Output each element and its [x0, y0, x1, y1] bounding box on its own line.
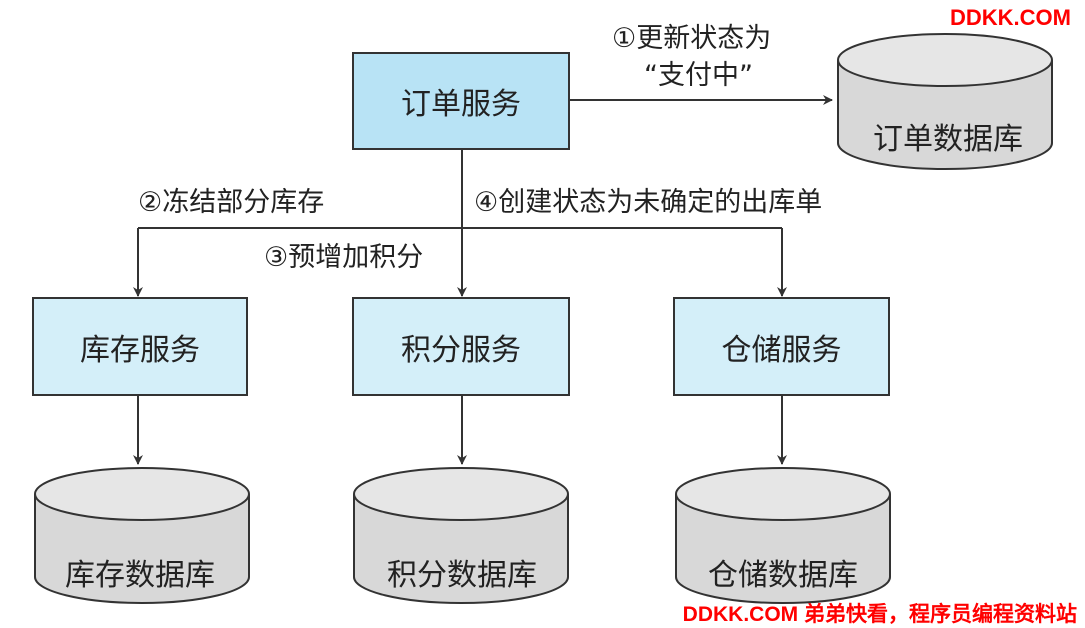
points-service-label: 积分服务 [401, 332, 521, 368]
order-database-cylinder [837, 33, 1053, 170]
watermark-top: DDKK.COM [950, 5, 1071, 30]
order-database-label: 订单数据库 [873, 122, 1023, 157]
order-service-label: 订单服务 [401, 87, 521, 122]
step3-label: ③预增加积分 [264, 242, 424, 273]
points-database-cylinder [353, 467, 569, 604]
step1-label-line2: “支付中” [644, 60, 753, 91]
warehouse-service-box: 仓储服务 [673, 297, 890, 396]
inventory-database-cylinder [34, 467, 250, 604]
watermark-bottom: DDKK.COM 弟弟快看，程序员编程资料站 [682, 603, 1077, 626]
step1-label-line1: ①更新状态为 [612, 23, 772, 54]
inventory-service-label: 库存服务 [80, 332, 200, 368]
step4-label: ④创建状态为未确定的出库单 [474, 187, 823, 218]
warehouse-database-cylinder [675, 467, 891, 604]
warehouse-service-label: 仓储服务 [721, 332, 842, 368]
inventory-service-box: 库存服务 [32, 297, 248, 396]
points-service-box: 积分服务 [352, 297, 570, 396]
points-database-label: 积分数据库 [387, 558, 537, 593]
inventory-database-label: 库存数据库 [65, 558, 215, 593]
order-service-box: 订单服务 [352, 52, 570, 150]
step2-label: ②冻结部分库存 [138, 187, 325, 218]
warehouse-database-label: 仓储数据库 [708, 558, 858, 593]
